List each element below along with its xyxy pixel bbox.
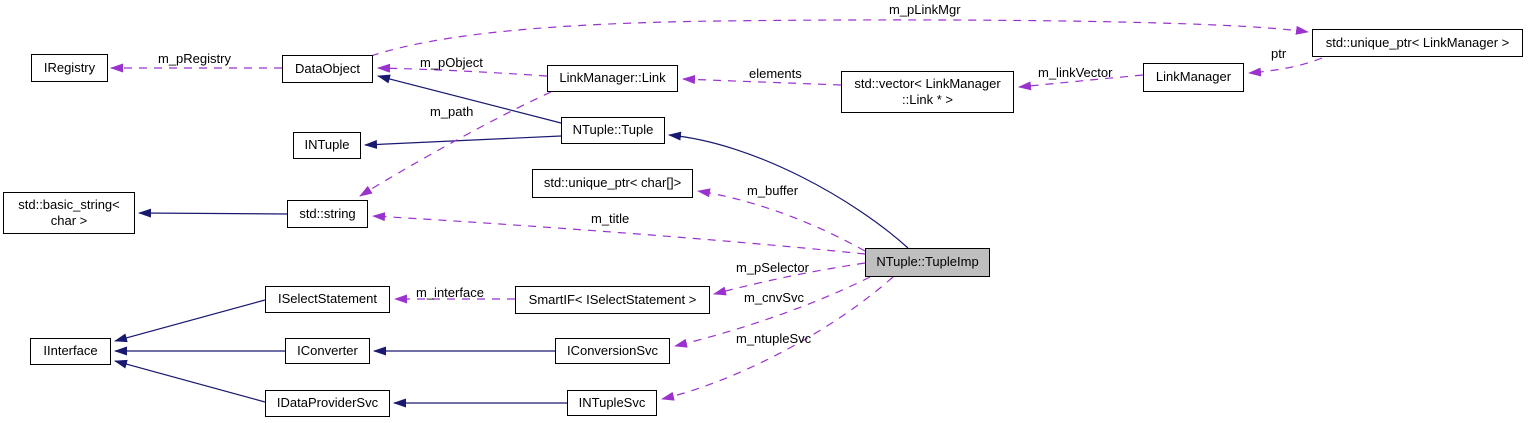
edge-m-plinkmgr xyxy=(370,19,1309,57)
node-iconversionsvc[interactable]: IConversionSvc xyxy=(555,338,670,364)
node-label: std::vector< LinkManager xyxy=(854,75,1001,91)
node-label: std::unique_ptr< LinkManager > xyxy=(1325,34,1510,50)
node-vector-linkmanager-link[interactable]: std::vector< LinkManager::Link * > xyxy=(841,71,1014,113)
node-label: LinkManager::Link xyxy=(559,70,666,86)
node-label: std::basic_string< xyxy=(18,196,120,212)
edge-ptr xyxy=(1248,57,1323,77)
node-intuplesvc[interactable]: INTupleSvc xyxy=(567,390,657,416)
node-linkmanager[interactable]: LinkManager xyxy=(1143,63,1244,92)
edge-label-m-pobject: m_pObject xyxy=(420,55,483,70)
node-label: LinkManager xyxy=(1155,69,1232,85)
edge-label-m-linkvector: m_linkVector xyxy=(1038,65,1113,80)
node-idataprovidersvc[interactable]: IDataProviderSvc xyxy=(265,390,390,417)
edge-string-inherits-basicstring xyxy=(138,208,288,218)
node-label: std::unique_ptr< char[]> xyxy=(543,175,682,191)
node-label: char > xyxy=(50,213,88,228)
edge-tuple-inherits-intuple xyxy=(364,135,562,149)
node-linkmanager-link[interactable]: LinkManager::Link xyxy=(547,65,678,92)
edge-m-cnvsvc xyxy=(674,276,871,348)
node-label: SmartIF< ISelectStatement > xyxy=(528,291,697,307)
edge-label-m-title: m_title xyxy=(591,211,630,226)
edge-label-m-interface: m_interface xyxy=(416,285,484,300)
node-unique-ptr-char[interactable]: std::unique_ptr< char[]> xyxy=(532,169,693,198)
edge-label-elements: elements xyxy=(749,66,802,81)
edge-idataprov-inherits-iinterface xyxy=(114,359,266,403)
node-ntuple-tuple[interactable]: NTuple::Tuple xyxy=(561,117,665,144)
edge-tuple-inherits-dataobject xyxy=(377,74,562,124)
node-intuple[interactable]: INTuple xyxy=(293,132,361,159)
edge-tupleimp-inherits-tuple xyxy=(668,131,909,249)
edge-label-ptr: ptr xyxy=(1271,46,1287,61)
node-label: std::string xyxy=(299,205,356,221)
edge-label-m-buffer: m_buffer xyxy=(747,183,799,198)
edge-label-m-cnvsvc: m_cnvSvc xyxy=(744,290,804,305)
edge-label-m-pselector: m_pSelector xyxy=(736,260,809,275)
node-label: ::Link * > xyxy=(902,92,953,107)
node-label: IConversionSvc xyxy=(566,342,659,358)
node-iregistry[interactable]: IRegistry xyxy=(31,54,108,82)
node-label: NTuple::Tuple xyxy=(572,122,654,138)
node-std-string[interactable]: std::string xyxy=(287,200,368,228)
edge-m-pobject xyxy=(377,63,548,77)
edge-m-path xyxy=(359,91,552,197)
node-label: INTupleSvc xyxy=(578,394,646,410)
node-label: IRegistry xyxy=(43,59,96,75)
node-ntuple-tupleimp: NTuple::TupleImp xyxy=(865,248,990,277)
node-unique-ptr-linkmanager[interactable]: std::unique_ptr< LinkManager > xyxy=(1312,29,1523,57)
node-iselectstatement[interactable]: ISelectStatement xyxy=(265,286,390,313)
node-basic-string[interactable]: std::basic_string<char > xyxy=(3,192,135,234)
edge-label-m-path: m_path xyxy=(430,104,474,119)
node-iconverter[interactable]: IConverter xyxy=(285,338,370,364)
node-label: DataObject xyxy=(294,60,361,76)
edge-m-pselector xyxy=(713,262,866,296)
edge-label-m-plinkmgr: m_pLinkMgr xyxy=(889,2,961,17)
node-label: IConverter xyxy=(297,342,358,358)
node-smartif-iselect[interactable]: SmartIF< ISelectStatement > xyxy=(515,286,710,314)
node-label: ISelectStatement xyxy=(278,291,377,307)
node-label: IInterface xyxy=(43,343,98,359)
edge-elements xyxy=(682,74,842,86)
edge-m-buffer xyxy=(697,188,866,252)
edge-m-ntuplesvc xyxy=(661,276,894,401)
edge-m-linkvector xyxy=(1018,74,1144,91)
node-label: INTuple xyxy=(304,137,350,153)
node-label: NTuple::TupleImp xyxy=(876,254,979,270)
edge-label-m-ntuplesvc: m_ntupleSvc xyxy=(736,331,812,346)
node-dataobject[interactable]: DataObject xyxy=(282,55,373,83)
node-iinterface[interactable]: IInterface xyxy=(30,338,111,365)
edge-label-m-pregistry: m_pRegistry xyxy=(158,51,231,66)
node-label: IDataProviderSvc xyxy=(276,395,379,411)
edge-iselect-inherits-iinterface xyxy=(114,299,266,343)
